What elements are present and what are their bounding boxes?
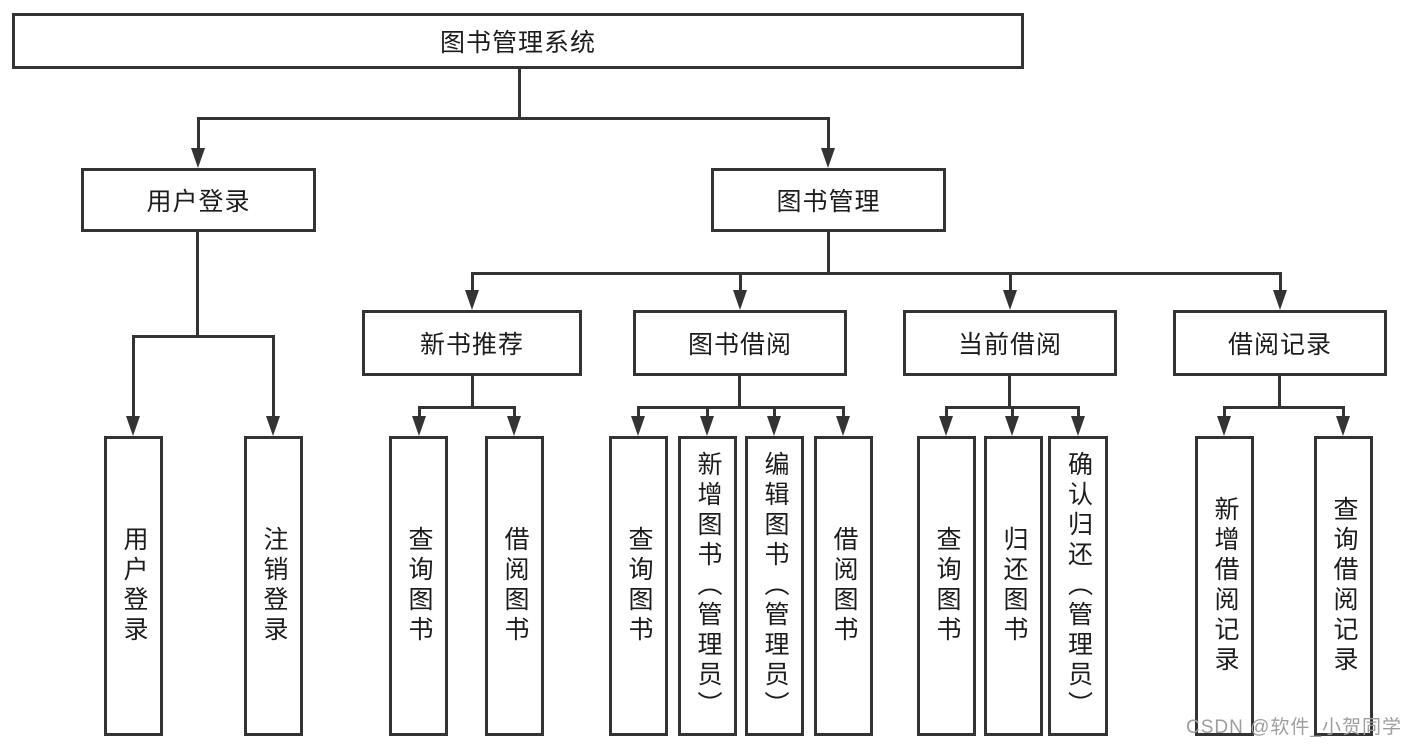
- node-book-borrow: 图书借阅: [633, 310, 847, 376]
- connector-vline: [518, 66, 521, 119]
- node-label: 借阅图书: [830, 526, 858, 646]
- connector-vline: [1278, 374, 1281, 409]
- node-label: 图书管理系统: [439, 29, 596, 57]
- connector-vline: [1008, 374, 1011, 409]
- connector-vline: [471, 374, 474, 409]
- connector-hline: [471, 272, 1281, 275]
- node-leaf-query-borrow-record: 查询借阅记录: [1314, 436, 1373, 736]
- node-leaf-user-login: 用户登录: [104, 436, 163, 736]
- node-leaf-query-books: 查询图书: [389, 436, 448, 736]
- node-label: 注销登录: [260, 526, 288, 646]
- node-leaf-query-books-2: 查询图书: [609, 436, 668, 736]
- node-leaf-confirm-return-admin: 确认归还（管理员）: [1048, 436, 1108, 736]
- node-leaf-query-books-3: 查询图书: [917, 436, 976, 736]
- connector-hline: [1223, 406, 1345, 409]
- node-label: 确认归还（管理员）: [1064, 451, 1093, 721]
- node-leaf-logout: 注销登录: [244, 436, 303, 736]
- node-leaf-return-books: 归还图书: [984, 436, 1043, 736]
- node-label: 图书借阅: [687, 331, 792, 359]
- node-label: 查询图书: [405, 526, 433, 646]
- connector-vline: [827, 230, 830, 275]
- node-label: 新增借阅记录: [1211, 496, 1239, 676]
- node-leaf-add-books-admin: 新增图书（管理员）: [678, 436, 737, 736]
- connector-hline: [132, 335, 275, 338]
- node-label: 图书管理: [776, 188, 881, 216]
- node-borrow-records: 借阅记录: [1173, 310, 1387, 376]
- node-label: 当前借阅: [957, 331, 1062, 359]
- node-leaf-borrow-books-2: 借阅图书: [814, 436, 873, 736]
- node-label: 用户登录: [146, 188, 251, 216]
- node-user-login: 用户登录: [81, 168, 316, 232]
- connector-hline: [637, 406, 845, 409]
- node-book-management: 图书管理: [711, 168, 946, 232]
- node-label: 用户登录: [120, 526, 148, 646]
- connector-hline: [418, 406, 516, 409]
- node-library-management-system: 图书管理系统: [12, 13, 1024, 69]
- node-label: 借阅图书: [501, 526, 529, 646]
- node-new-book-recommend: 新书推荐: [362, 310, 582, 376]
- connector-vline: [738, 374, 741, 409]
- node-leaf-edit-books-admin: 编辑图书（管理员）: [745, 436, 804, 736]
- node-label: 新书推荐: [419, 331, 524, 359]
- node-leaf-borrow-books: 借阅图书: [485, 436, 544, 736]
- connector-vline: [196, 230, 199, 337]
- csdn-watermark: CSDN @软件_小贺同学: [1186, 717, 1402, 738]
- node-label: 借阅记录: [1227, 331, 1332, 359]
- node-label: 查询借阅记录: [1330, 496, 1358, 676]
- node-label: 编辑图书（管理员）: [761, 451, 789, 721]
- node-label: 新增图书（管理员）: [694, 451, 722, 721]
- node-leaf-add-borrow-record: 新增借阅记录: [1195, 436, 1254, 736]
- connector-hline: [197, 117, 829, 120]
- node-label: 查询图书: [625, 526, 653, 646]
- node-label: 查询图书: [933, 526, 961, 646]
- node-label: 归还图书: [1000, 526, 1028, 646]
- node-current-borrow: 当前借阅: [903, 310, 1117, 376]
